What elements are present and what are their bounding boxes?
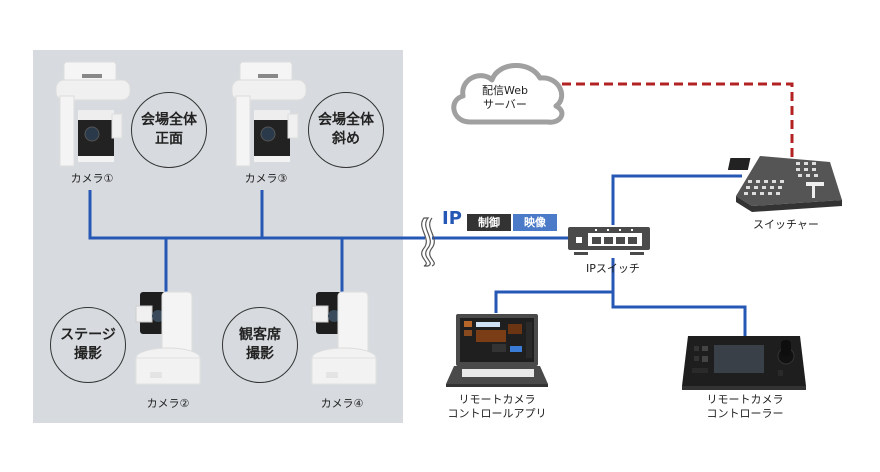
line-break-icon (421, 217, 435, 267)
controller-label: リモートカメラ コントローラー (680, 393, 810, 421)
camera-4-label: カメラ④ (320, 397, 364, 410)
camera-1-role-badge: 会場全体 正面 (131, 92, 207, 168)
video-tag: 映像 (513, 214, 557, 231)
ip-switch-label: IPスイッチ (586, 262, 640, 275)
cloud-label: 配信Web サーバー (470, 84, 540, 112)
role-line: 正面 (155, 131, 183, 147)
role-line: 撮影 (246, 346, 274, 362)
switcher-label: スイッチャー (753, 218, 819, 231)
switcher-icon (727, 156, 842, 212)
camera-4-role-badge: 観客席 撮影 (222, 307, 298, 383)
control-tag: 制御 (467, 214, 511, 231)
stream-link-line (562, 82, 794, 160)
remote-controller-icon (682, 336, 806, 390)
bus-line (88, 190, 425, 240)
switch-to-controller-line (611, 292, 747, 336)
role-line: 観客席 (239, 327, 281, 343)
laptop-icon (446, 314, 548, 387)
ip-protocol-label: IP (442, 208, 462, 229)
cloud-label-line: 配信Web (482, 84, 528, 97)
app-label-line: コントロールアプリ (447, 407, 547, 420)
camera-1-label: カメラ① (70, 172, 114, 185)
role-line: 撮影 (74, 346, 102, 362)
camera-2-label: カメラ② (146, 397, 190, 410)
camera-1-icon (55, 61, 131, 167)
role-line: ステージ (60, 327, 116, 343)
app-label-line: リモートカメラ (458, 393, 536, 406)
camera-3-label: カメラ③ (244, 172, 288, 185)
controller-label-line: リモートカメラ (706, 393, 784, 406)
camera-2-icon (135, 291, 201, 385)
role-line: 斜め (332, 131, 360, 147)
switch-to-switcher-line (611, 174, 742, 225)
ip-switch-icon (568, 227, 650, 255)
switch-to-app-line (494, 290, 613, 313)
role-line: 会場全体 (141, 112, 197, 128)
camera-4-icon (311, 291, 377, 385)
cloud-label-line: サーバー (483, 98, 527, 111)
app-label: リモートカメラ コントロールアプリ (432, 393, 562, 421)
controller-label-line: コントローラー (706, 407, 784, 420)
camera-3-role-badge: 会場全体 斜め (308, 92, 384, 168)
cloud-icon (451, 63, 565, 125)
camera-2-role-badge: ステージ 撮影 (50, 307, 126, 383)
camera-3-icon (231, 61, 307, 167)
role-line: 会場全体 (318, 112, 374, 128)
